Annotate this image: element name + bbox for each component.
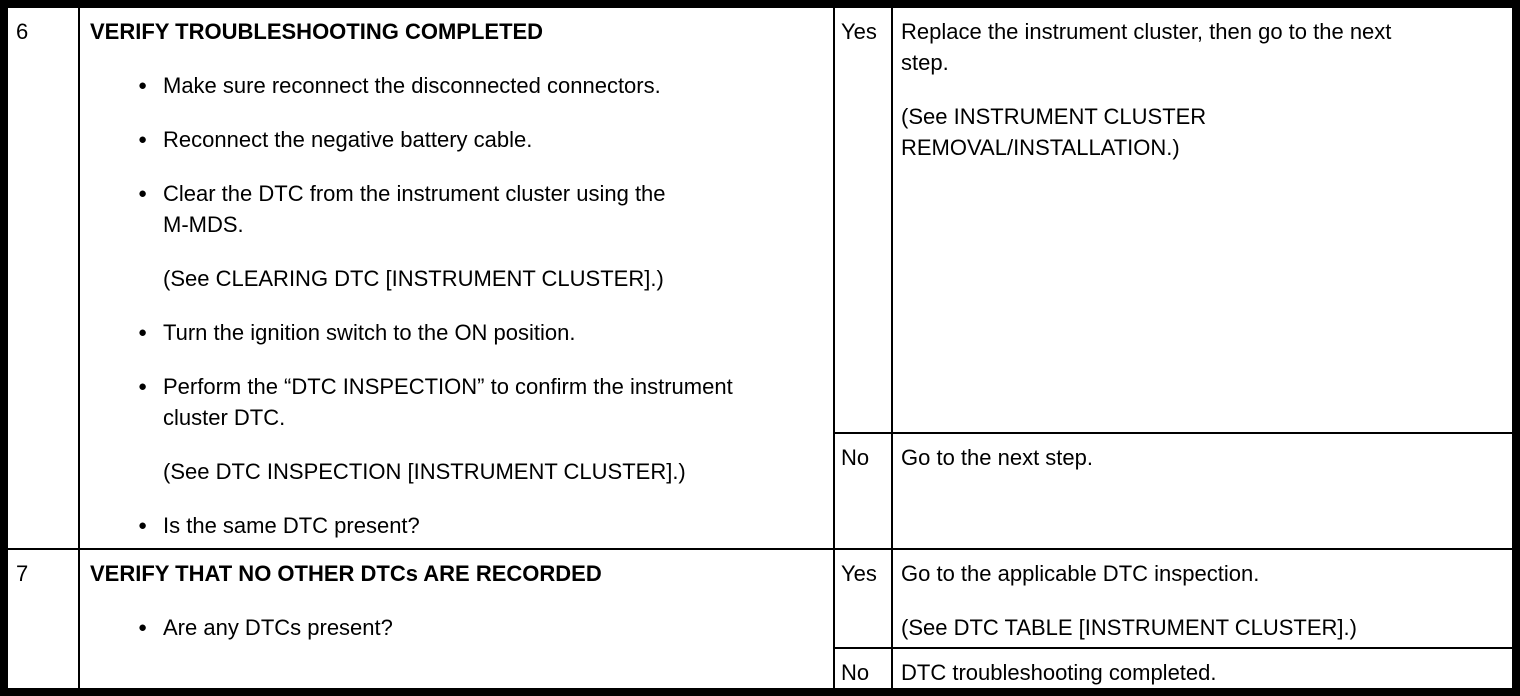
see-reference-text: (See DTC TABLE [INSTRUMENT CLUSTER].) xyxy=(901,615,1357,640)
list-item: ● Clear the DTC from the instrument clus… xyxy=(90,178,825,240)
result-text: Replace the instrument cluster, then go … xyxy=(901,19,1392,75)
result-cell: Go to the next step. xyxy=(893,434,1512,548)
list-item-text: Is the same DTC present? xyxy=(163,513,420,538)
answer-label: Yes xyxy=(841,561,877,586)
bullet-icon: ● xyxy=(138,517,148,534)
answer-column: Yes Go to the applicable DTC inspection.… xyxy=(835,550,1512,688)
list-item-text: Perform the “DTC INSPECTION” to confirm … xyxy=(163,374,733,430)
list-item: ● Reconnect the negative battery cable. xyxy=(90,124,825,155)
see-reference-note: (See CLEARING DTC [INSTRUMENT CLUSTER].) xyxy=(90,263,825,294)
step-number: 6 xyxy=(16,19,29,44)
yes-subrow: Yes Replace the instrument cluster, then… xyxy=(835,8,1512,432)
answer-cell-no: No xyxy=(835,434,893,548)
no-subrow: No DTC troubleshooting completed. xyxy=(835,647,1512,688)
list-item: ● Turn the ignition switch to the ON pos… xyxy=(90,317,825,348)
bullet-icon: ● xyxy=(138,324,148,341)
step-number: 7 xyxy=(16,561,29,586)
action-title: VERIFY TROUBLESHOOTING COMPLETED xyxy=(90,19,544,44)
answer-label: No xyxy=(841,445,870,470)
see-reference-text: (See DTC INSPECTION [INSTRUMENT CLUSTER]… xyxy=(163,459,686,484)
bullet-icon: ● xyxy=(138,131,148,148)
list-item-text: Turn the ignition switch to the ON posit… xyxy=(163,320,576,345)
answer-cell-no: No xyxy=(835,649,893,688)
result-cell: Go to the applicable DTC inspection. (Se… xyxy=(893,550,1512,647)
list-item-text: Clear the DTC from the instrument cluste… xyxy=(163,181,666,237)
list-item: ● Perform the “DTC INSPECTION” to confir… xyxy=(90,371,825,433)
action-cell: VERIFY TROUBLESHOOTING COMPLETED ● Make … xyxy=(80,8,835,548)
see-reference-text: (See CLEARING DTC [INSTRUMENT CLUSTER].) xyxy=(163,266,664,291)
bullet-icon: ● xyxy=(138,185,148,202)
answer-label: Yes xyxy=(841,19,877,44)
list-item-text: Are any DTCs present? xyxy=(163,615,393,640)
action-cell: VERIFY THAT NO OTHER DTCs ARE RECORDED ●… xyxy=(80,550,835,688)
answer-label: No xyxy=(841,660,870,685)
list-item-text: Reconnect the negative battery cable. xyxy=(163,127,533,152)
see-reference-note: (See DTC INSPECTION [INSTRUMENT CLUSTER]… xyxy=(90,456,825,487)
step-number-cell: 7 xyxy=(8,550,80,688)
no-subrow: No Go to the next step. xyxy=(835,432,1512,548)
yes-subrow: Yes Go to the applicable DTC inspection.… xyxy=(835,550,1512,647)
answer-cell-yes: Yes xyxy=(835,8,893,432)
list-item-text: Make sure reconnect the disconnected con… xyxy=(163,73,661,98)
answer-column: Yes Replace the instrument cluster, then… xyxy=(835,8,1512,548)
result-text: Go to the next step. xyxy=(901,445,1094,470)
list-item: ● Make sure reconnect the disconnected c… xyxy=(90,70,825,101)
answer-cell-yes: Yes xyxy=(835,550,893,647)
list-item: ● Is the same DTC present? xyxy=(90,510,825,541)
result-text: DTC troubleshooting completed. xyxy=(901,660,1217,685)
result-cell: Replace the instrument cluster, then go … xyxy=(893,8,1512,432)
result-cell: DTC troubleshooting completed. xyxy=(893,649,1512,688)
bullet-icon: ● xyxy=(138,619,148,636)
step-row-7: 7 VERIFY THAT NO OTHER DTCs ARE RECORDED… xyxy=(8,548,1512,688)
step-row-6: 6 VERIFY TROUBLESHOOTING COMPLETED ● Mak… xyxy=(8,8,1512,548)
action-title: VERIFY THAT NO OTHER DTCs ARE RECORDED xyxy=(90,561,602,586)
step-number-cell: 6 xyxy=(8,8,80,548)
see-reference-text: (See INSTRUMENT CLUSTER REMOVAL/INSTALLA… xyxy=(901,104,1207,160)
result-text: Go to the applicable DTC inspection. xyxy=(901,561,1260,586)
bullet-icon: ● xyxy=(138,77,148,94)
bullet-icon: ● xyxy=(138,378,148,395)
list-item: ● Are any DTCs present? xyxy=(90,612,825,643)
